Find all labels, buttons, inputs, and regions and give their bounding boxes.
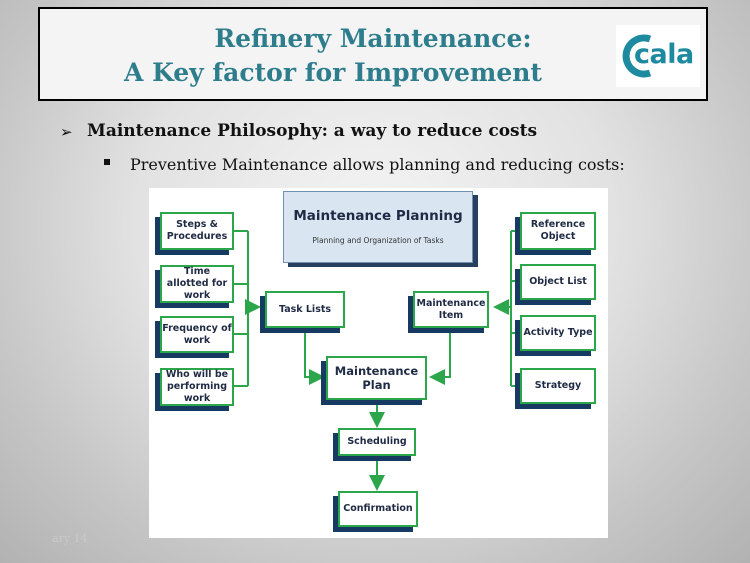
logo-ring-icon — [622, 34, 652, 78]
node-task-lists: Task Lists — [260, 291, 345, 333]
node-scheduling: Scheduling — [333, 428, 416, 461]
node-object-list: Object List — [515, 264, 596, 305]
node-steps-procedures: Steps & Procedures — [155, 212, 234, 255]
bullet-2-text: Preventive Maintenance allows planning a… — [130, 155, 625, 174]
arrow-bullet-icon: ➢ — [60, 123, 73, 141]
node-maintenance-plan: Maintenance Plan — [321, 356, 427, 405]
slide-title-line-1: Refinery Maintenance: — [214, 24, 532, 53]
maintenance-planning-header: Maintenance Planning Planning and Organi… — [283, 191, 478, 267]
ocala-logo: cala — [616, 25, 700, 87]
logo-text: cala — [634, 39, 694, 70]
maintenance-planning-title: Maintenance Planning — [293, 208, 463, 224]
node-who-performing: Who will be performing work — [155, 368, 234, 411]
maintenance-planning-subtitle: Planning and Organization of Tasks — [312, 236, 444, 245]
square-bullet-icon — [104, 159, 110, 165]
slide-footer: ary 14 — [52, 532, 88, 545]
title-box: Refinery Maintenance: A Key factor for I… — [38, 7, 708, 101]
slide-title-line-2: A Key factor for Improvement — [124, 58, 542, 87]
node-confirmation: Confirmation — [333, 491, 418, 532]
node-time-allotted: Time allotted for work — [155, 265, 234, 308]
bullet-1-text: Maintenance Philosophy: a way to reduce … — [87, 121, 538, 141]
node-strategy: Strategy — [515, 368, 596, 409]
maintenance-planning-diagram: Maintenance Planning Planning and Organi… — [149, 188, 608, 538]
node-maintenance-item: Maintenance Item — [408, 291, 489, 333]
node-activity-type: Activity Type — [515, 315, 596, 356]
node-frequency-of-work: Frequency of work — [155, 316, 234, 358]
node-reference-object: Reference Object — [515, 212, 596, 255]
